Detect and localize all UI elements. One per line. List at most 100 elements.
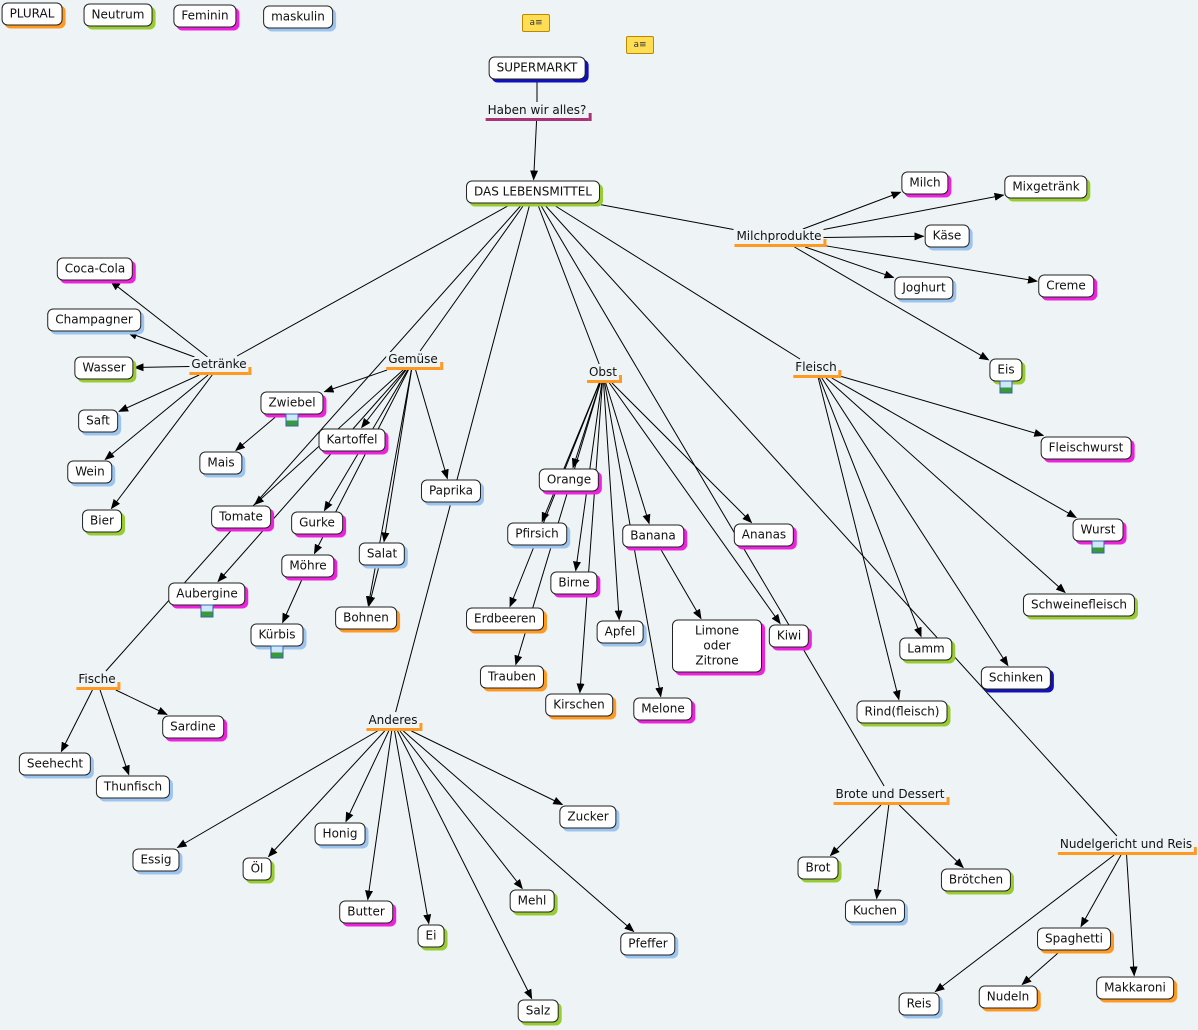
concept-salz[interactable]: Salz — [518, 1000, 559, 1023]
concept-wurst[interactable]: Wurst — [1073, 519, 1124, 542]
connector-banana-limone — [660, 548, 701, 619]
concept-eis[interactable]: Eis — [989, 359, 1022, 382]
concept-essig[interactable]: Essig — [132, 849, 179, 872]
image-icon[interactable] — [1092, 541, 1105, 554]
link-label-fische[interactable]: Fische — [76, 672, 117, 690]
concept-aubergine[interactable]: Aubergine — [168, 583, 245, 606]
concept-paprika[interactable]: Paprika — [421, 480, 481, 503]
concept-banana[interactable]: Banana — [622, 525, 684, 548]
connector-nudelreis-makkaroni — [1127, 855, 1135, 976]
link-label-anderes[interactable]: Anderes — [366, 713, 419, 731]
concept-birne[interactable]: Birne — [550, 572, 597, 595]
connector-gemuese-salat — [384, 370, 412, 542]
concept-mehl[interactable]: Mehl — [510, 890, 555, 913]
concept-seehecht[interactable]: Seehecht — [19, 753, 91, 776]
connector-obst-kirschen — [580, 383, 602, 693]
image-icon[interactable] — [271, 646, 284, 659]
legend-maskulin[interactable]: maskulin — [263, 6, 333, 29]
concept-kuchen[interactable]: Kuchen — [845, 900, 905, 923]
concept-tomate[interactable]: Tomate — [211, 506, 271, 529]
link-label-obst[interactable]: Obst — [587, 365, 619, 383]
note-icon[interactable]: a≡ — [522, 14, 550, 32]
concept-trauben[interactable]: Trauben — [480, 666, 544, 689]
concept-honig[interactable]: Honig — [315, 823, 366, 846]
legend-plural[interactable]: PLURAL — [2, 3, 63, 26]
connector-gemuese-paprika — [416, 370, 448, 479]
connector-anderes-honig — [346, 731, 389, 822]
legend-neutrum[interactable]: Neutrum — [84, 4, 153, 27]
link-label-haben[interactable]: Haben wir alles? — [486, 103, 589, 121]
image-icon[interactable] — [201, 605, 214, 618]
legend-feminin[interactable]: Feminin — [173, 5, 236, 28]
concept-rindfleisch[interactable]: Rind(fleisch) — [857, 701, 948, 724]
concept-joghurt[interactable]: Joghurt — [894, 277, 953, 300]
concept-orange[interactable]: Orange — [539, 469, 599, 492]
connector-spaghetti-nudeln — [1022, 951, 1061, 985]
image-icon[interactable] — [286, 414, 299, 427]
concept-pfirsich[interactable]: Pfirsich — [507, 523, 567, 546]
concept-supermarkt[interactable]: SUPERMARKT — [489, 57, 586, 80]
concept-apfel[interactable]: Apfel — [597, 621, 644, 644]
concept-melone[interactable]: Melone — [633, 698, 692, 721]
concept-milch[interactable]: Milch — [901, 172, 948, 195]
link-label-fleisch[interactable]: Fleisch — [793, 360, 838, 378]
concept-kuerbis[interactable]: Kürbis — [250, 624, 303, 647]
concept-schinken[interactable]: Schinken — [981, 667, 1051, 690]
connector-anderes-zucker — [411, 731, 562, 805]
concept-spaghetti[interactable]: Spaghetti — [1037, 928, 1111, 951]
link-label-gemuese[interactable]: Gemüse — [386, 352, 440, 370]
connector-getraenke-saft — [119, 375, 199, 411]
concept-lebensmittel[interactable]: DAS LEBENSMITTEL — [466, 181, 600, 204]
concept-ananas[interactable]: Ananas — [734, 524, 794, 547]
concept-wasser[interactable]: Wasser — [74, 357, 133, 380]
concept-butter[interactable]: Butter — [339, 901, 393, 924]
connector-obst-kiwi — [609, 383, 780, 624]
concept-saft[interactable]: Saft — [78, 410, 118, 433]
concept-lamm[interactable]: Lamm — [899, 638, 952, 661]
concept-makkaroni[interactable]: Makkaroni — [1096, 977, 1174, 1000]
concept-kirschen[interactable]: Kirschen — [545, 694, 613, 717]
concept-schweinefleisch[interactable]: Schweinefleisch — [1023, 594, 1135, 617]
concept-mais[interactable]: Mais — [199, 452, 242, 475]
concept-limone[interactable]: Limone oder Zitrone — [672, 620, 762, 673]
concept-salat[interactable]: Salat — [359, 543, 405, 566]
connector-obst-banana — [606, 383, 649, 524]
connector-milchprodukte-milch — [803, 192, 901, 229]
connector-fische-seehecht — [61, 690, 92, 752]
concept-oel[interactable]: Öl — [243, 858, 272, 881]
image-icon[interactable] — [1000, 381, 1013, 394]
concept-mixgetraenk[interactable]: Mixgetränk — [1004, 176, 1087, 199]
concept-kiwi[interactable]: Kiwi — [769, 625, 809, 648]
concept-bohnen[interactable]: Bohnen — [335, 607, 397, 630]
concept-erdbeeren[interactable]: Erdbeeren — [466, 608, 544, 631]
concept-sardine[interactable]: Sardine — [162, 716, 224, 739]
connector-getraenke-champagner — [128, 333, 195, 358]
concept-bier[interactable]: Bier — [82, 510, 122, 533]
concept-cocacola[interactable]: Coca-Cola — [57, 258, 133, 281]
concept-fleischwurst[interactable]: Fleischwurst — [1041, 437, 1132, 460]
link-label-milchprodukte[interactable]: Milchprodukte — [734, 229, 823, 247]
concept-reis[interactable]: Reis — [899, 993, 940, 1016]
link-label-getraenke[interactable]: Getränke — [189, 357, 248, 375]
concept-zwiebel[interactable]: Zwiebel — [260, 392, 323, 415]
concept-broetchen[interactable]: Brötchen — [941, 869, 1011, 892]
concept-ei[interactable]: Ei — [418, 925, 445, 948]
link-label-brotedessert[interactable]: Brote und Dessert — [834, 787, 947, 805]
connector-getraenke-wasser — [135, 367, 190, 368]
concept-wein[interactable]: Wein — [67, 461, 112, 484]
concept-creme[interactable]: Creme — [1038, 275, 1094, 298]
concept-brot[interactable]: Brot — [798, 857, 839, 880]
concept-gurke[interactable]: Gurke — [291, 512, 343, 535]
connector-fleisch-wurst — [832, 378, 1076, 518]
connector-fische-sardine — [116, 690, 167, 715]
note-icon[interactable]: a≡ — [626, 36, 654, 54]
concept-moehre[interactable]: Möhre — [281, 555, 334, 578]
concept-kartoffel[interactable]: Kartoffel — [319, 429, 386, 452]
concept-zucker[interactable]: Zucker — [559, 806, 616, 829]
concept-pfeffer[interactable]: Pfeffer — [620, 933, 675, 956]
concept-nudeln[interactable]: Nudeln — [979, 986, 1038, 1009]
concept-thunfisch[interactable]: Thunfisch — [96, 776, 170, 799]
link-label-nudelreis[interactable]: Nudelgericht und Reis — [1058, 837, 1194, 855]
concept-kaese[interactable]: Käse — [925, 225, 970, 248]
concept-champagner[interactable]: Champagner — [47, 309, 141, 332]
